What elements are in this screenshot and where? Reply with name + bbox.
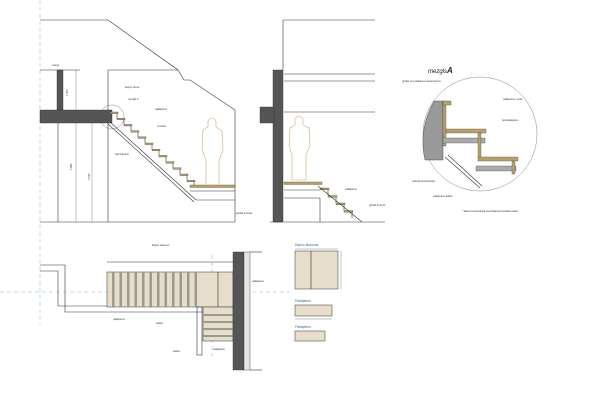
dim-total: 2 880 (69, 163, 73, 170)
stair-tread (109, 111, 119, 114)
label: mezgls A (128, 97, 139, 101)
plan-tread-gap (203, 328, 233, 330)
dim-upper: 1 000 (65, 89, 69, 96)
plan-tread-gap (203, 321, 233, 323)
label: stiprinājums (115, 152, 130, 156)
stair-tread (158, 155, 168, 158)
panel-landing-title: Kāpņu laukums (295, 243, 319, 247)
plan-tread-gap (127, 272, 130, 307)
detail-panels: Kāpņu laukums Pakāpiens Pakāpiens (294, 243, 342, 342)
label: pretpakāpiens (502, 118, 519, 122)
stair-tread (144, 142, 154, 145)
stair-tread (165, 161, 175, 164)
label: grīdas un pakāpiena savienojums (402, 79, 441, 83)
stair-tread (335, 202, 346, 205)
detail-note: * kāpņu konstrukcija precizējama būvdarb… (462, 209, 518, 213)
plan-tread-gap (119, 272, 122, 307)
panel-step2-title: Pakāpiens (295, 325, 311, 329)
label: pakāpienu balsts (433, 194, 453, 198)
stair-tread (186, 180, 196, 182)
plan-tread-gap (157, 272, 160, 307)
stair-tread (116, 118, 126, 120)
left-section: 1 000 2 880 2 520 margs kāpņu siena mezg… (39, 0, 253, 232)
label: nesošā konstrukcija (412, 179, 435, 183)
stair-tread (319, 187, 330, 190)
plan-tread-gap (149, 272, 152, 307)
stair-tread (172, 167, 182, 170)
plan-tread-gap (142, 272, 145, 307)
label: balsts (173, 349, 180, 353)
label: virsmas (157, 124, 167, 128)
stair-tread (123, 124, 133, 127)
stair-tread (151, 149, 161, 151)
label: grīdas līmenis (369, 203, 386, 207)
dim-lower: 2 520 (87, 173, 91, 180)
label: margs (52, 63, 60, 67)
label: balsts (156, 321, 163, 325)
plan-tread-gap (164, 272, 167, 307)
plan-tread-gap (134, 272, 137, 307)
label: pakāpiens (252, 279, 265, 283)
plan-tread-gap (112, 272, 115, 307)
detail-letter: A (446, 66, 453, 75)
plan-tread-gap (203, 335, 233, 337)
label: pakāpiens (345, 187, 358, 191)
stair-tread (343, 210, 354, 213)
plan-tread-gap (194, 272, 197, 307)
panel-step1-title: Pakāpiens (295, 299, 311, 303)
stair-tread (327, 195, 338, 198)
stair-tread (179, 173, 189, 176)
label: kāpņu siena (125, 85, 140, 89)
label: pakāpiens (213, 347, 226, 351)
detail-a: mezgls A grīdas un pakāpiena savienojums… (402, 66, 538, 213)
label: grīdas līmenis (236, 211, 253, 215)
stair-tread (137, 136, 147, 139)
stair-tread (130, 130, 140, 133)
label: kāpņu laukums (152, 243, 170, 247)
label: pakāpiens: ozols (503, 97, 523, 101)
plan-view: kāpņu laukums pakāpiens balsts balsts pa… (0, 232, 290, 371)
middle-section: pakāpiens grīdas līmenis (259, 19, 386, 223)
plan-tread-gap (172, 272, 175, 307)
plan-tread-gap (203, 314, 233, 316)
label: pakāpiens (155, 107, 168, 111)
detail-title: mezgls (428, 69, 447, 75)
plan-tread-gap (187, 272, 190, 307)
plan-tread-gap (179, 272, 182, 307)
label: pakāpiens (113, 317, 126, 321)
